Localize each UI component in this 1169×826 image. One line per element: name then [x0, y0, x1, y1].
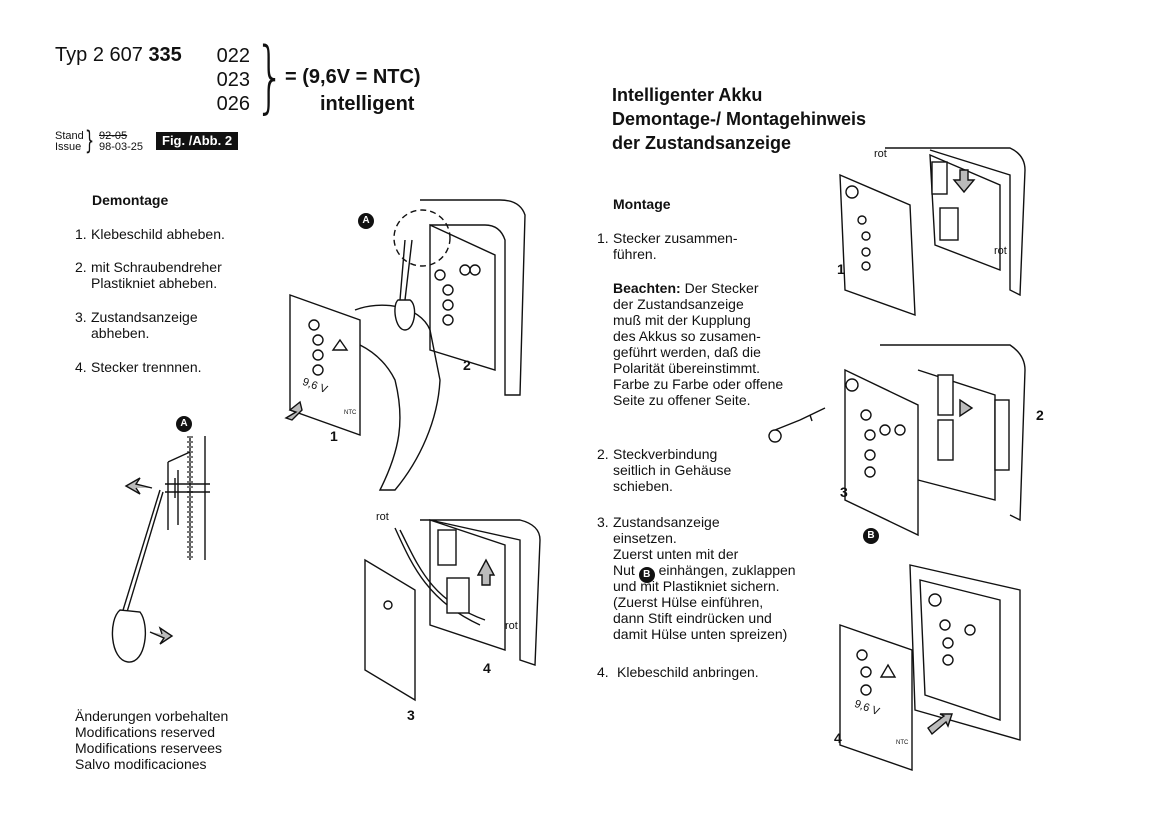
- demontage-figure-1-2: [284, 199, 526, 491]
- nut-text: Nut: [613, 562, 635, 578]
- title-line: Intelligenter Akku: [612, 85, 763, 105]
- montage-figure-4: [839, 564, 1021, 771]
- step-text: Steckverbindung seitlich in Gehäuse schi…: [613, 446, 732, 494]
- callout-b-icon: B: [863, 528, 879, 544]
- nut-text-post: einhängen, zuklappen: [658, 562, 796, 578]
- step-number: 2.: [75, 259, 87, 275]
- title-line: der Zustandsanzeige: [612, 133, 792, 153]
- wire-label-rot: rot: [874, 148, 887, 160]
- callout-a-icon: A: [358, 213, 374, 229]
- montage-figure-2-3: [768, 344, 1026, 537]
- figure-number: 3: [407, 707, 415, 723]
- figure-number: 4: [834, 730, 842, 746]
- callout-b-icon: B: [638, 567, 655, 583]
- type-number: Typ 2 607 335: [55, 44, 182, 66]
- step-text: Zustandsanzeige abheben.: [91, 309, 198, 341]
- figure-number: 3: [840, 484, 848, 500]
- variant-code: 023: [216, 69, 250, 91]
- wire-label-rot: rot: [376, 511, 389, 523]
- callout-a-icon: A: [176, 416, 192, 432]
- demontage-figure-3-4: [364, 519, 541, 702]
- stand-label: Stand: [55, 130, 84, 142]
- stand-values: 92-05 98-03-25: [99, 131, 143, 153]
- modifications-line: Änderungen vorbehalten: [75, 708, 229, 724]
- step-text: Zustandsanzeige einsetzen. Zuerst unten …: [613, 514, 739, 562]
- step-text: mit Schraubendreher Plastikniet abheben.: [91, 259, 222, 291]
- figure-number: 4: [483, 660, 491, 676]
- wire-label-rot: rot: [994, 245, 1007, 257]
- step-number: 3.: [597, 514, 609, 530]
- typ-number-a: 2 607: [92, 44, 143, 66]
- intelligent-label: intelligent: [320, 93, 415, 115]
- step-text: Klebeschild abheben.: [91, 226, 225, 242]
- step-number: 4.: [75, 359, 87, 375]
- variant-code: 026: [216, 93, 250, 115]
- document-title: Intelligenter Akku Demontage-/ Montagehi…: [612, 83, 866, 155]
- modifications-notice: Änderungen vorbehalten Modifications res…: [75, 708, 228, 772]
- figure-number: 1: [837, 261, 845, 277]
- step-number: 1.: [75, 226, 87, 242]
- modifications-line: Modifications reserved: [75, 724, 216, 740]
- figure-number: 2: [463, 357, 471, 373]
- note-lines: der Zustandsanzeige muß mit der Kupplung…: [613, 296, 784, 408]
- wire-label-rot: rot: [505, 620, 518, 632]
- figure-number: 2: [1036, 407, 1044, 423]
- variant-codes: 022 023 026: [210, 44, 250, 116]
- montage-note: Beachten: Der Stecker der Zustandsanzeig…: [613, 280, 783, 408]
- modifications-line: Salvo modificaciones: [75, 756, 207, 772]
- voltage-equation: = (9,6V = NTC): [285, 66, 421, 88]
- demontage-heading: Demontage: [92, 192, 169, 208]
- figure-number: 1: [330, 428, 338, 444]
- step-text: Klebeschild anbringen.: [617, 664, 759, 680]
- figure-tag: Fig. /Abb. 2: [156, 132, 239, 150]
- montage-heading: Montage: [613, 196, 671, 212]
- issue-date: 98-03-25: [99, 141, 144, 153]
- montage-step-3-rest: und mit Plastikniet sichern. (Zuerst Hül…: [613, 578, 788, 642]
- montage-figure-1: [839, 147, 1026, 317]
- ntc-label: NTC: [896, 740, 909, 746]
- old-date: 92-05: [99, 130, 128, 142]
- variant-code: 022: [216, 45, 250, 67]
- ntc-label: NTC: [344, 410, 357, 416]
- typ-prefix: Typ: [55, 44, 88, 66]
- issue-label: Issue: [55, 141, 82, 153]
- step-number: 4.: [597, 664, 609, 680]
- small-brace-icon: }: [85, 126, 95, 156]
- note-bold: Beachten:: [613, 280, 681, 296]
- typ-number-b: 335: [148, 44, 182, 66]
- title-line: Demontage-/ Montagehinweis: [612, 109, 867, 129]
- modifications-line: Modifications reservees: [75, 740, 223, 756]
- step-number: 1.: [597, 230, 609, 246]
- stand-labels: Stand Issue: [55, 131, 84, 153]
- curly-brace-icon: }: [255, 32, 285, 122]
- step-text: Stecker zusammen- führen.: [613, 230, 738, 262]
- note-text: Der Stecker: [680, 280, 759, 296]
- step-text: Stecker trennnen.: [91, 359, 202, 375]
- step-number: 2.: [597, 446, 609, 462]
- montage-step-3-nut: Nut B einhängen, zuklappen: [613, 562, 796, 583]
- step-number: 3.: [75, 309, 87, 325]
- rivet-detail-drawing: [111, 436, 210, 663]
